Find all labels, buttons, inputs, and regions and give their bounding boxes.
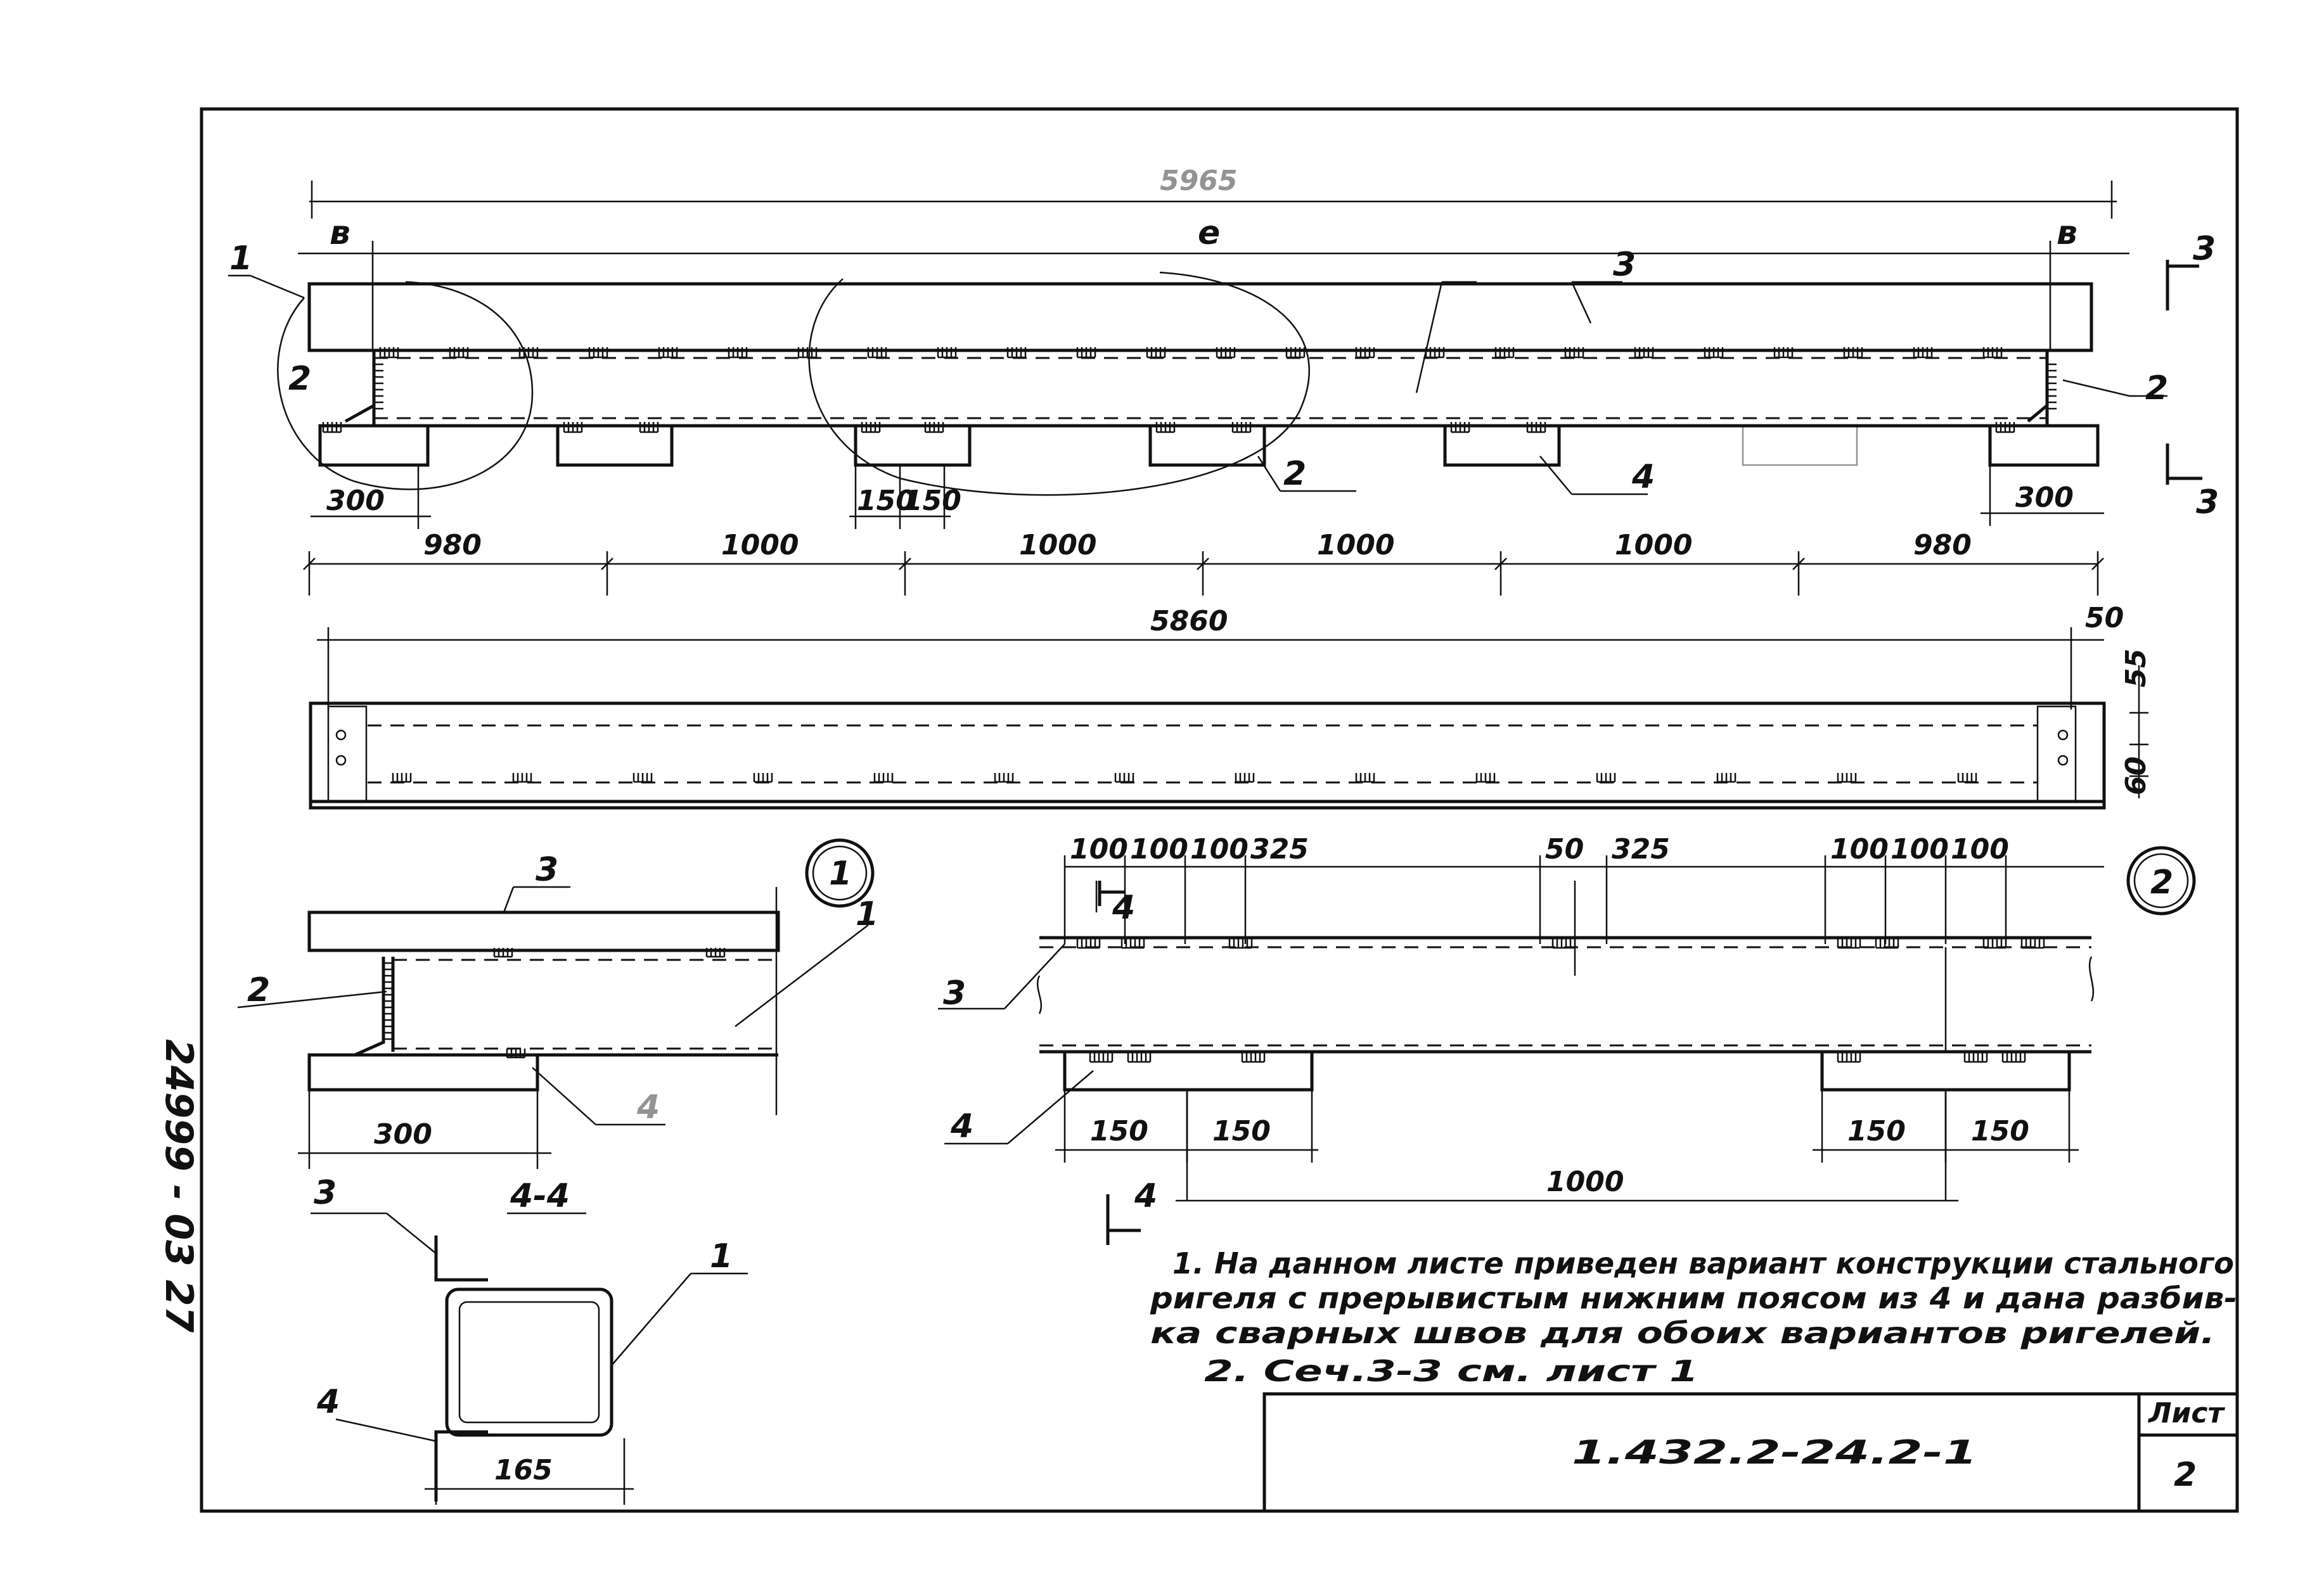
node-2-label-3: 3 (943, 974, 966, 1012)
dim-chain-6: 980 (1913, 529, 1972, 561)
dim-300-right: 300 (2015, 482, 2074, 514)
node-1-detail: 1 3 2 1 4 300 (237, 838, 878, 1169)
node-2-number: 2 (2150, 864, 2173, 902)
notes-block: 1. На данном листе приведен вариант конс… (1150, 1246, 2237, 1388)
welds-node-1 (383, 948, 726, 1059)
node-callout-1 (277, 281, 534, 490)
node-callout-2 (808, 271, 1310, 496)
section-mark-3-top: 3 (2193, 230, 2216, 268)
label-top-chord-3: 3 (1613, 246, 1636, 284)
node-2-top-dim-6: 325 (1612, 833, 1670, 865)
node-2-top-dim-3: 100 (1190, 833, 1249, 865)
welds-node-2 (1076, 939, 2045, 1063)
dim-chain-3: 1000 (1019, 529, 1096, 561)
title-block: 1.432.2-24.2-1 Лист 2 (1262, 1392, 2239, 1513)
label-web-1: 1 (229, 239, 252, 278)
label-pad-4: 4 (1631, 458, 1655, 496)
node-2-bottom-dim-1: 150 (1090, 1115, 1148, 1147)
beam-elevation: 5965 в е в 1 (228, 165, 2219, 596)
node-2-top-dim-4: 325 (1250, 833, 1309, 865)
section-4-4-label-3: 3 (314, 1174, 337, 1212)
welds-bottom-chord (322, 363, 2057, 433)
node-2-top-dim-7: 100 (1830, 833, 1889, 865)
dim-chain-5: 1000 (1615, 529, 1692, 561)
node-2-section-mark-bottom: 4 (1134, 1177, 1157, 1215)
note-line-3: ка сварных швов для обоих вариантов риге… (1150, 1316, 2215, 1350)
section-4-4: 4-4 3 1 4 165 (311, 1174, 748, 1505)
archive-stamp: 24999 - 03 27 (157, 1039, 201, 1333)
plan-length-dim: 5860 (1150, 605, 1228, 637)
node-2-pad-right (1820, 1050, 2071, 1092)
section-4-4-label-1: 1 (710, 1237, 733, 1275)
node-2-top-dim-2: 100 (1130, 833, 1188, 865)
section-4-4-dim-165: 165 (494, 1454, 553, 1486)
label-angle-2-right: 2 (2145, 369, 2168, 407)
dim-300-left: 300 (326, 485, 385, 517)
node-2-dim-1000: 1000 (1546, 1166, 1624, 1198)
section-4-4-title: 4-4 (510, 1177, 570, 1215)
section-4-4-box (445, 1287, 613, 1437)
welds-top-chord (379, 347, 2003, 359)
section-mark-3-bottom: 3 (2196, 483, 2219, 521)
overall-length-dim: 5965 (1160, 165, 1237, 197)
dim-chain-4: 1000 (1317, 529, 1394, 561)
node-1-label-1: 1 (856, 895, 878, 933)
node-1-label-3: 3 (536, 851, 558, 889)
node-1-label-4: 4 (636, 1088, 660, 1127)
node-2-top-dim-5: 50 (1545, 833, 1584, 865)
bottom-pad-6 (1742, 425, 1858, 466)
node-2-bottom-dim-3: 150 (1847, 1115, 1906, 1147)
top-chord (307, 282, 2093, 352)
title-sheet-label: Лист (2147, 1397, 2225, 1429)
plan-dim-50: 50 (2085, 602, 2124, 634)
title-sheet-number: 2 (2174, 1456, 2197, 1494)
node-2-top-dim-9: 100 (1951, 833, 2009, 865)
note-line-1: 1. На данном листе приведен вариант конс… (1172, 1246, 2234, 1280)
beam-plan: 5860 50 55 60 (309, 602, 2152, 810)
plan-dim-55: 55 (2120, 649, 2152, 687)
node-1-number: 1 (829, 855, 852, 893)
node-2-bottom-dims: 150 150 150 150 (1055, 1090, 2079, 1163)
label-angle-2-mid: 2 (1283, 455, 1306, 493)
dim-150-b: 150 (903, 485, 961, 517)
node-2-circle (2126, 846, 2196, 916)
note-line-2: ригеля с прерывистым нижним поясом из 4 … (1150, 1281, 2237, 1315)
bottom-dim-chain: 980 1000 1000 1000 1000 980 (303, 529, 2104, 596)
node-1-label-2: 2 (247, 971, 270, 1009)
node-2-bottom-dim-4: 150 (1971, 1115, 2029, 1147)
node-2-bottom-dim-2: 150 (1212, 1115, 1271, 1147)
sheet-frame (200, 107, 2239, 1513)
node-2-pad-left (1063, 1050, 1314, 1092)
node-1-dim-300: 300 (374, 1118, 432, 1151)
dim-l-middle: е (1198, 214, 1220, 252)
node-2-top-dim-1: 100 (1070, 833, 1128, 865)
dim-b-right: в (2057, 214, 2077, 252)
node-1-circle (805, 838, 875, 908)
dim-chain-1: 980 (423, 529, 482, 561)
dim-b-left: в (330, 214, 350, 252)
dim-chain-2: 1000 (721, 529, 799, 561)
node-2-label-4: 4 (950, 1108, 973, 1146)
welds-plan (392, 773, 1977, 783)
note-line-4: 2. Сеч.3-3 см. лист 1 (1204, 1354, 1698, 1388)
node-2-top-dim-8: 100 (1891, 833, 1949, 865)
node-2-section-mark-top: 4 (1112, 889, 1135, 927)
label-angle-2-left: 2 (288, 360, 311, 398)
dim-150-a: 150 (857, 485, 915, 517)
section-4-4-label-4: 4 (316, 1383, 340, 1421)
plan-outline (309, 701, 2106, 810)
title-designation: 1.432.2-24.2-1 (1572, 1434, 1977, 1472)
